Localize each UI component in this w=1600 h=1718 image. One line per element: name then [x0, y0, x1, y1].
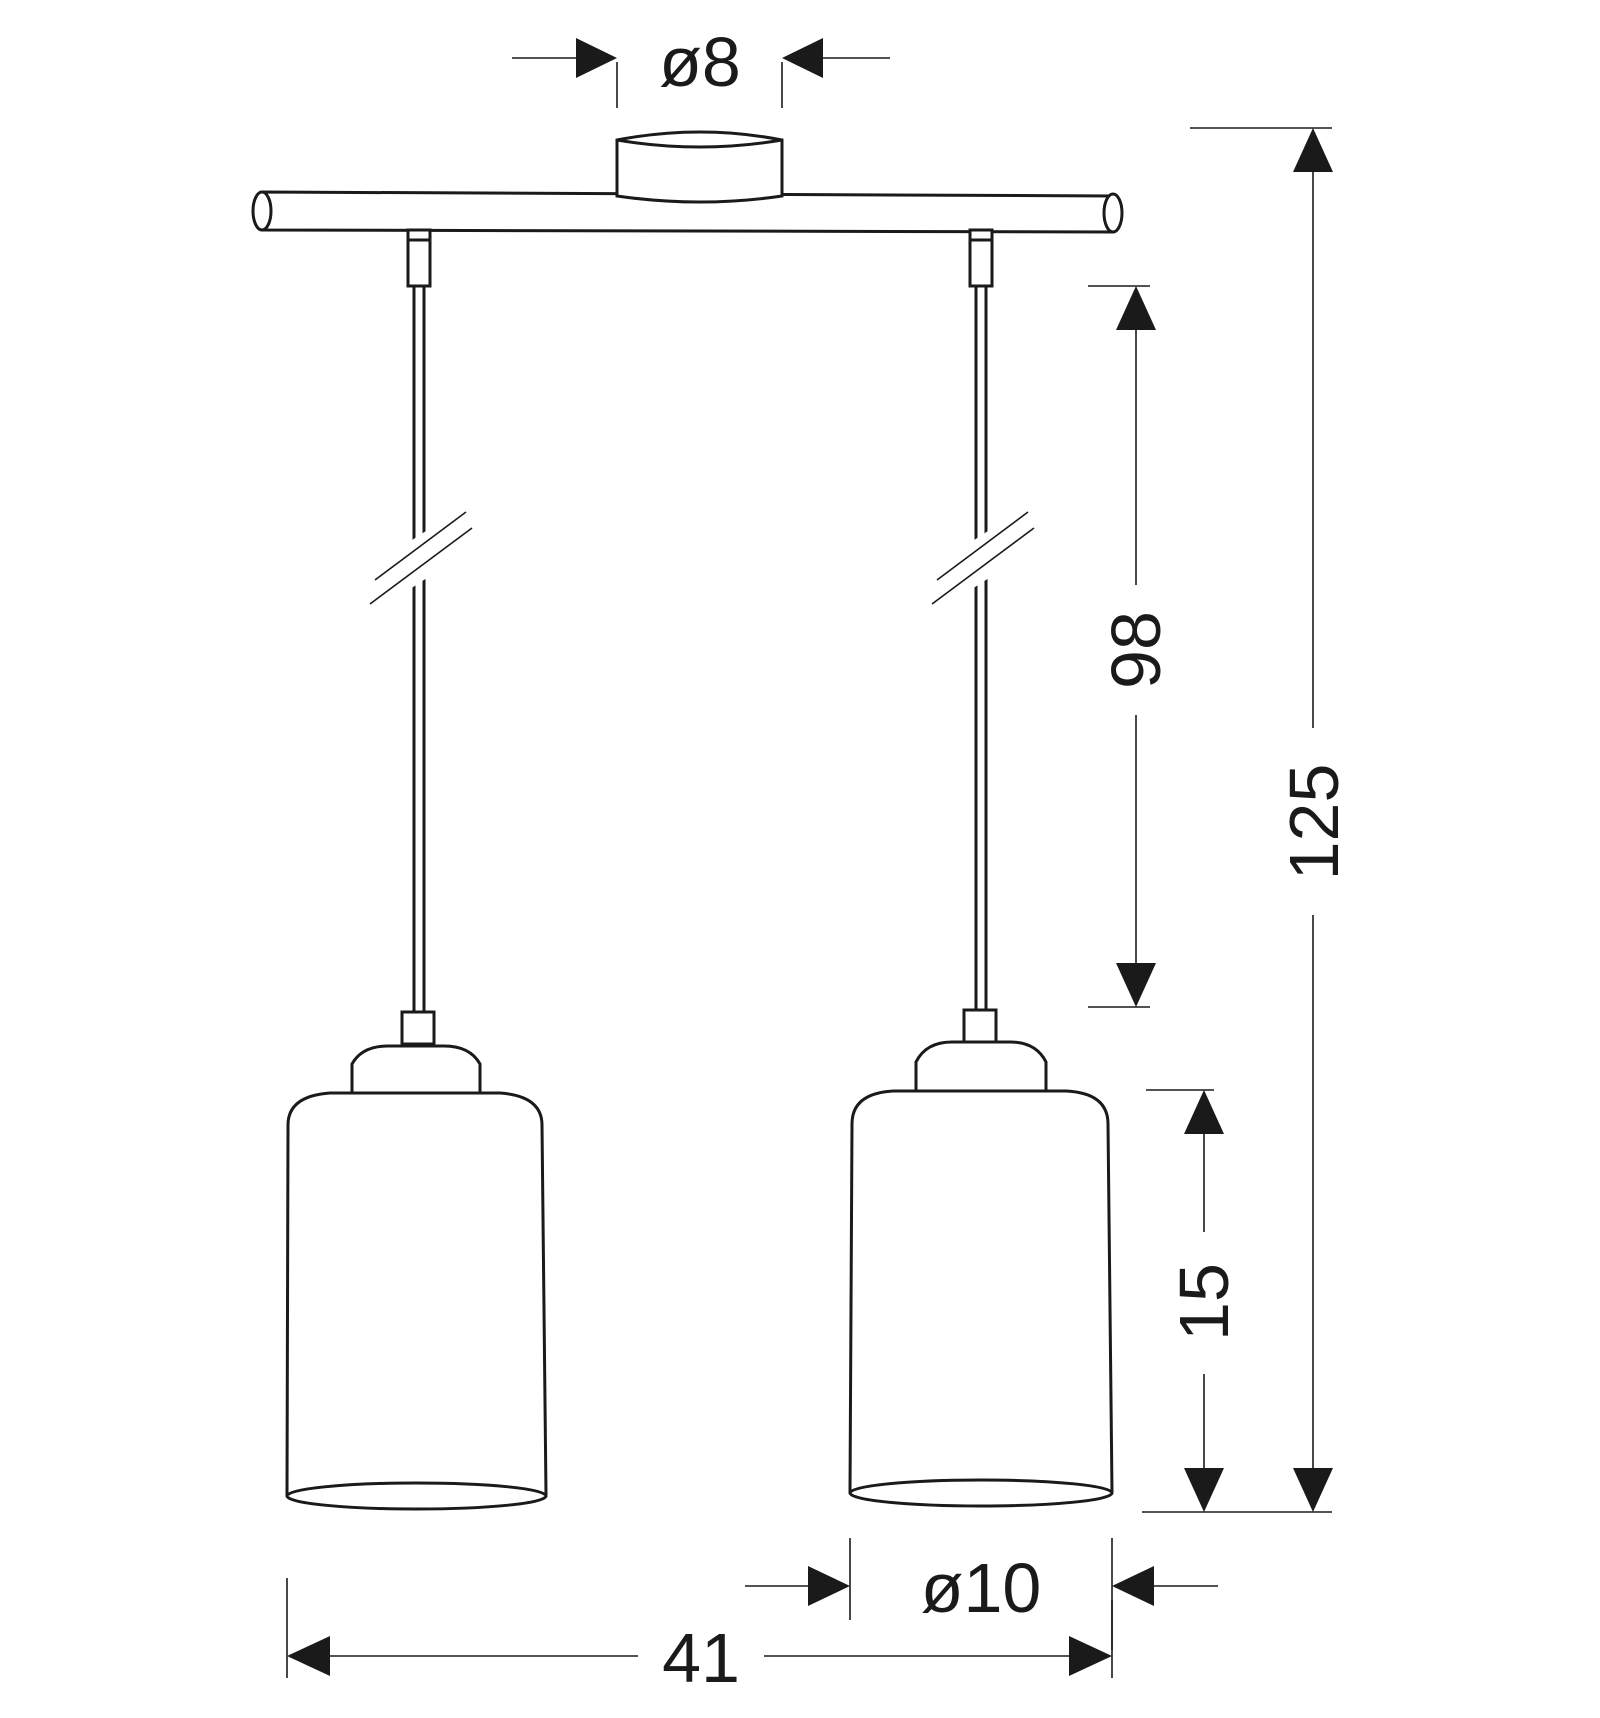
dimension-shade-height: 15: [1146, 1089, 1243, 1512]
left-lamp-holder: [400, 1010, 436, 1046]
arrow-left-icon: [287, 1636, 330, 1676]
drop-height-label: 98: [1097, 611, 1175, 689]
dimension-overall-width: 41: [286, 1578, 1113, 1697]
arrow-left-icon: [782, 38, 823, 78]
dimension-canopy-diameter: ø8: [512, 23, 890, 108]
right-shade: [848, 1089, 1114, 1508]
arrow-right-icon: [1069, 1636, 1112, 1676]
arrow-up-icon: [1116, 286, 1156, 330]
arrow-right-icon: [576, 38, 617, 78]
arrow-down-icon: [1184, 1468, 1224, 1512]
dimension-overall-height: 125: [1142, 127, 1353, 1513]
arrow-up-icon: [1293, 128, 1333, 172]
canopy-diameter-label: ø8: [659, 23, 741, 101]
canopy: [615, 130, 784, 204]
left-shade: [285, 1091, 548, 1511]
right-cord-grip: [968, 228, 994, 288]
shade-diameter-label: ø10: [921, 1549, 1042, 1627]
left-cord-grip: [406, 228, 432, 288]
arrow-left-icon: [1112, 1566, 1154, 1606]
ceiling-bar: [251, 190, 1124, 234]
right-shade-collar: [914, 1040, 1048, 1096]
shade-height-label: 15: [1165, 1263, 1243, 1341]
arrow-down-icon: [1293, 1468, 1333, 1512]
arrow-down-icon: [1116, 963, 1156, 1007]
dimension-shade-diameter: ø10: [745, 1538, 1218, 1650]
arrow-up-icon: [1184, 1090, 1224, 1134]
left-shade-collar: [350, 1044, 482, 1098]
overall-height-label: 125: [1275, 764, 1353, 881]
right-lamp-holder: [962, 1008, 998, 1044]
right-cord-break: [931, 511, 1035, 605]
left-pendant: [285, 228, 548, 1511]
right-pendant: [848, 228, 1114, 1508]
overall-width-label: 41: [662, 1619, 740, 1697]
arrow-right-icon: [808, 1566, 850, 1606]
left-cord-break: [369, 511, 473, 605]
dimension-drop-height: 98: [1088, 285, 1175, 1008]
